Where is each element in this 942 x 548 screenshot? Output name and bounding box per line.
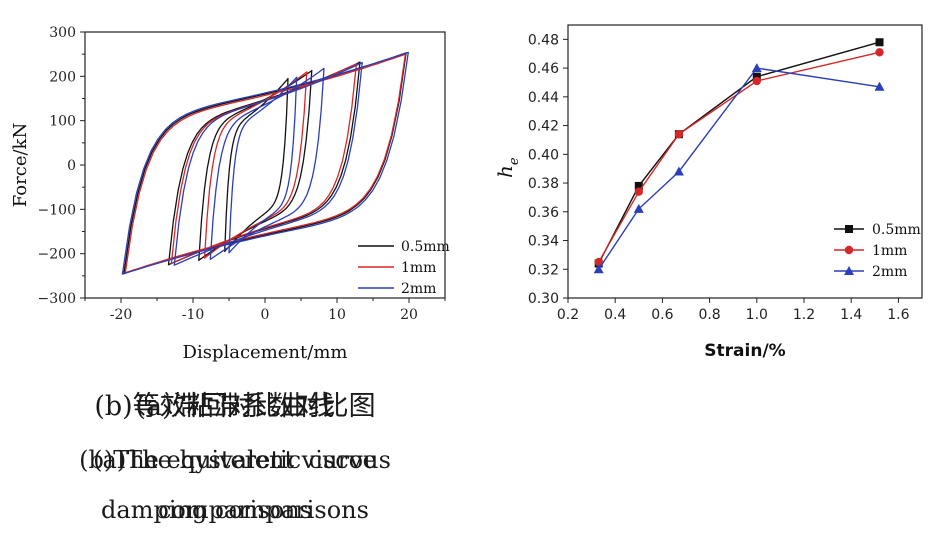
legend-label: 0.5mm xyxy=(401,239,450,255)
x-axis-label: Strain/% xyxy=(704,341,785,361)
caption-a-english-line2: comparisons xyxy=(157,496,312,524)
series-1mm-loops xyxy=(124,53,407,274)
y-tick-label: −300 xyxy=(38,291,76,307)
x-tick-label: 1.6 xyxy=(887,307,909,323)
marker-circle xyxy=(875,48,884,57)
x-tick-label: 0.2 xyxy=(557,307,579,323)
x-tick-label: 1.2 xyxy=(793,307,815,323)
y-tick-label: 0 xyxy=(67,158,76,174)
series-line xyxy=(598,67,880,270)
legend-label: 2mm xyxy=(401,281,436,297)
marker-triangle xyxy=(751,63,762,73)
y-tick-label: 0.38 xyxy=(528,176,559,192)
series-05mm-damping xyxy=(594,38,884,268)
series-2mm-damping xyxy=(593,63,885,274)
x-tick-label: 10 xyxy=(328,307,346,323)
y-tick-label: 100 xyxy=(49,114,76,130)
marker-triangle xyxy=(593,264,604,274)
y-tick-label: 200 xyxy=(49,69,76,85)
y-tick-label: 0.36 xyxy=(528,205,559,221)
y-tick-label: 0.42 xyxy=(528,119,559,135)
x-tick-label: -20 xyxy=(110,307,133,323)
hysteresis-loop xyxy=(209,67,325,261)
caption-a-chinese: (a)滞回对比曲线 xyxy=(135,391,335,422)
legend-label: 2mm xyxy=(872,264,907,280)
damping-chart: 0.2 0.4 0.6 0.8 1.0 1.2 1.4 1.6 0.48 0.46 0.44 0.42… xyxy=(493,24,923,361)
y-axis-label: Force/kN xyxy=(10,123,31,207)
marker-triangle xyxy=(673,166,684,176)
marker-triangle xyxy=(633,203,644,213)
hysteresis-loop xyxy=(173,61,363,266)
y-tick-label: 0.30 xyxy=(528,291,559,307)
y-tick-label: −100 xyxy=(38,202,76,218)
plot-frame xyxy=(567,24,923,299)
marker-square xyxy=(875,38,884,47)
y-tick-label: 0.44 xyxy=(528,90,559,106)
hysteresis-loop xyxy=(203,71,308,259)
x-tick-label: -10 xyxy=(182,307,205,323)
marker-circle xyxy=(752,76,761,86)
hysteresis-loop xyxy=(123,52,407,275)
marker-circle xyxy=(594,257,603,267)
marker-square xyxy=(845,225,853,233)
y-tick-label: −200 xyxy=(38,247,76,263)
y-tick-label: 0.48 xyxy=(528,32,559,48)
hysteresis-loop xyxy=(124,53,407,274)
hysteresis-loop xyxy=(121,51,409,275)
marker-circle xyxy=(844,245,854,255)
x-tick-label: 1.4 xyxy=(840,307,862,323)
x-tick-label: 0 xyxy=(261,307,270,323)
legend-label: 1mm xyxy=(401,260,436,276)
y-tick-label: 0.46 xyxy=(528,61,559,77)
legend-label: 1mm xyxy=(872,243,907,259)
marker-circle xyxy=(674,130,684,139)
series-05mm-loops xyxy=(123,52,407,275)
marker-square xyxy=(752,72,761,81)
y-tick-label: 300 xyxy=(49,25,76,41)
marker-triangle xyxy=(844,266,854,275)
hysteresis-chart: -20 -10 0 10 20 300 200 100 0 −100 −200 −300Displac… xyxy=(10,25,450,363)
marker-triangle xyxy=(874,81,885,91)
y-tick-label: 0.34 xyxy=(528,234,559,250)
y-tick-label: 0.40 xyxy=(528,147,559,163)
caption-b-chinese: (b)等效粘滞系数对比图 xyxy=(94,391,376,422)
x-tick-label: 0.8 xyxy=(698,307,720,323)
plot-frame xyxy=(84,31,446,299)
y-axis-label: he xyxy=(493,157,522,178)
x-tick-label: 0.6 xyxy=(651,307,673,323)
x-tick-label: 20 xyxy=(400,307,418,323)
legend-label: 0.5mm xyxy=(872,222,921,238)
series-line xyxy=(598,41,880,264)
x-tick-label: 1.0 xyxy=(746,307,768,323)
caption-b-english-line2: damping comparisons xyxy=(101,496,369,524)
series-2mm-loops xyxy=(121,51,409,275)
marker-square xyxy=(634,181,643,190)
y-tick-label: 0.32 xyxy=(528,262,559,278)
x-axis-label: Displacement/mm xyxy=(183,342,348,363)
hysteresis-loop xyxy=(228,76,298,254)
marker-circle xyxy=(634,187,643,196)
x-tick-label: 0.4 xyxy=(604,307,626,323)
caption-a-english-line1: (a)The hysteretic curve xyxy=(93,446,377,474)
figure-canvas: -20 -10 0 10 20 300 200 100 0 −100 −200 −300Displac… xyxy=(10,24,923,363)
hysteresis-loop xyxy=(224,77,289,253)
caption-b-english-line1: (b)The equivalent viscous xyxy=(79,446,391,474)
series-1mm-damping xyxy=(594,48,884,267)
series-line xyxy=(598,51,880,263)
